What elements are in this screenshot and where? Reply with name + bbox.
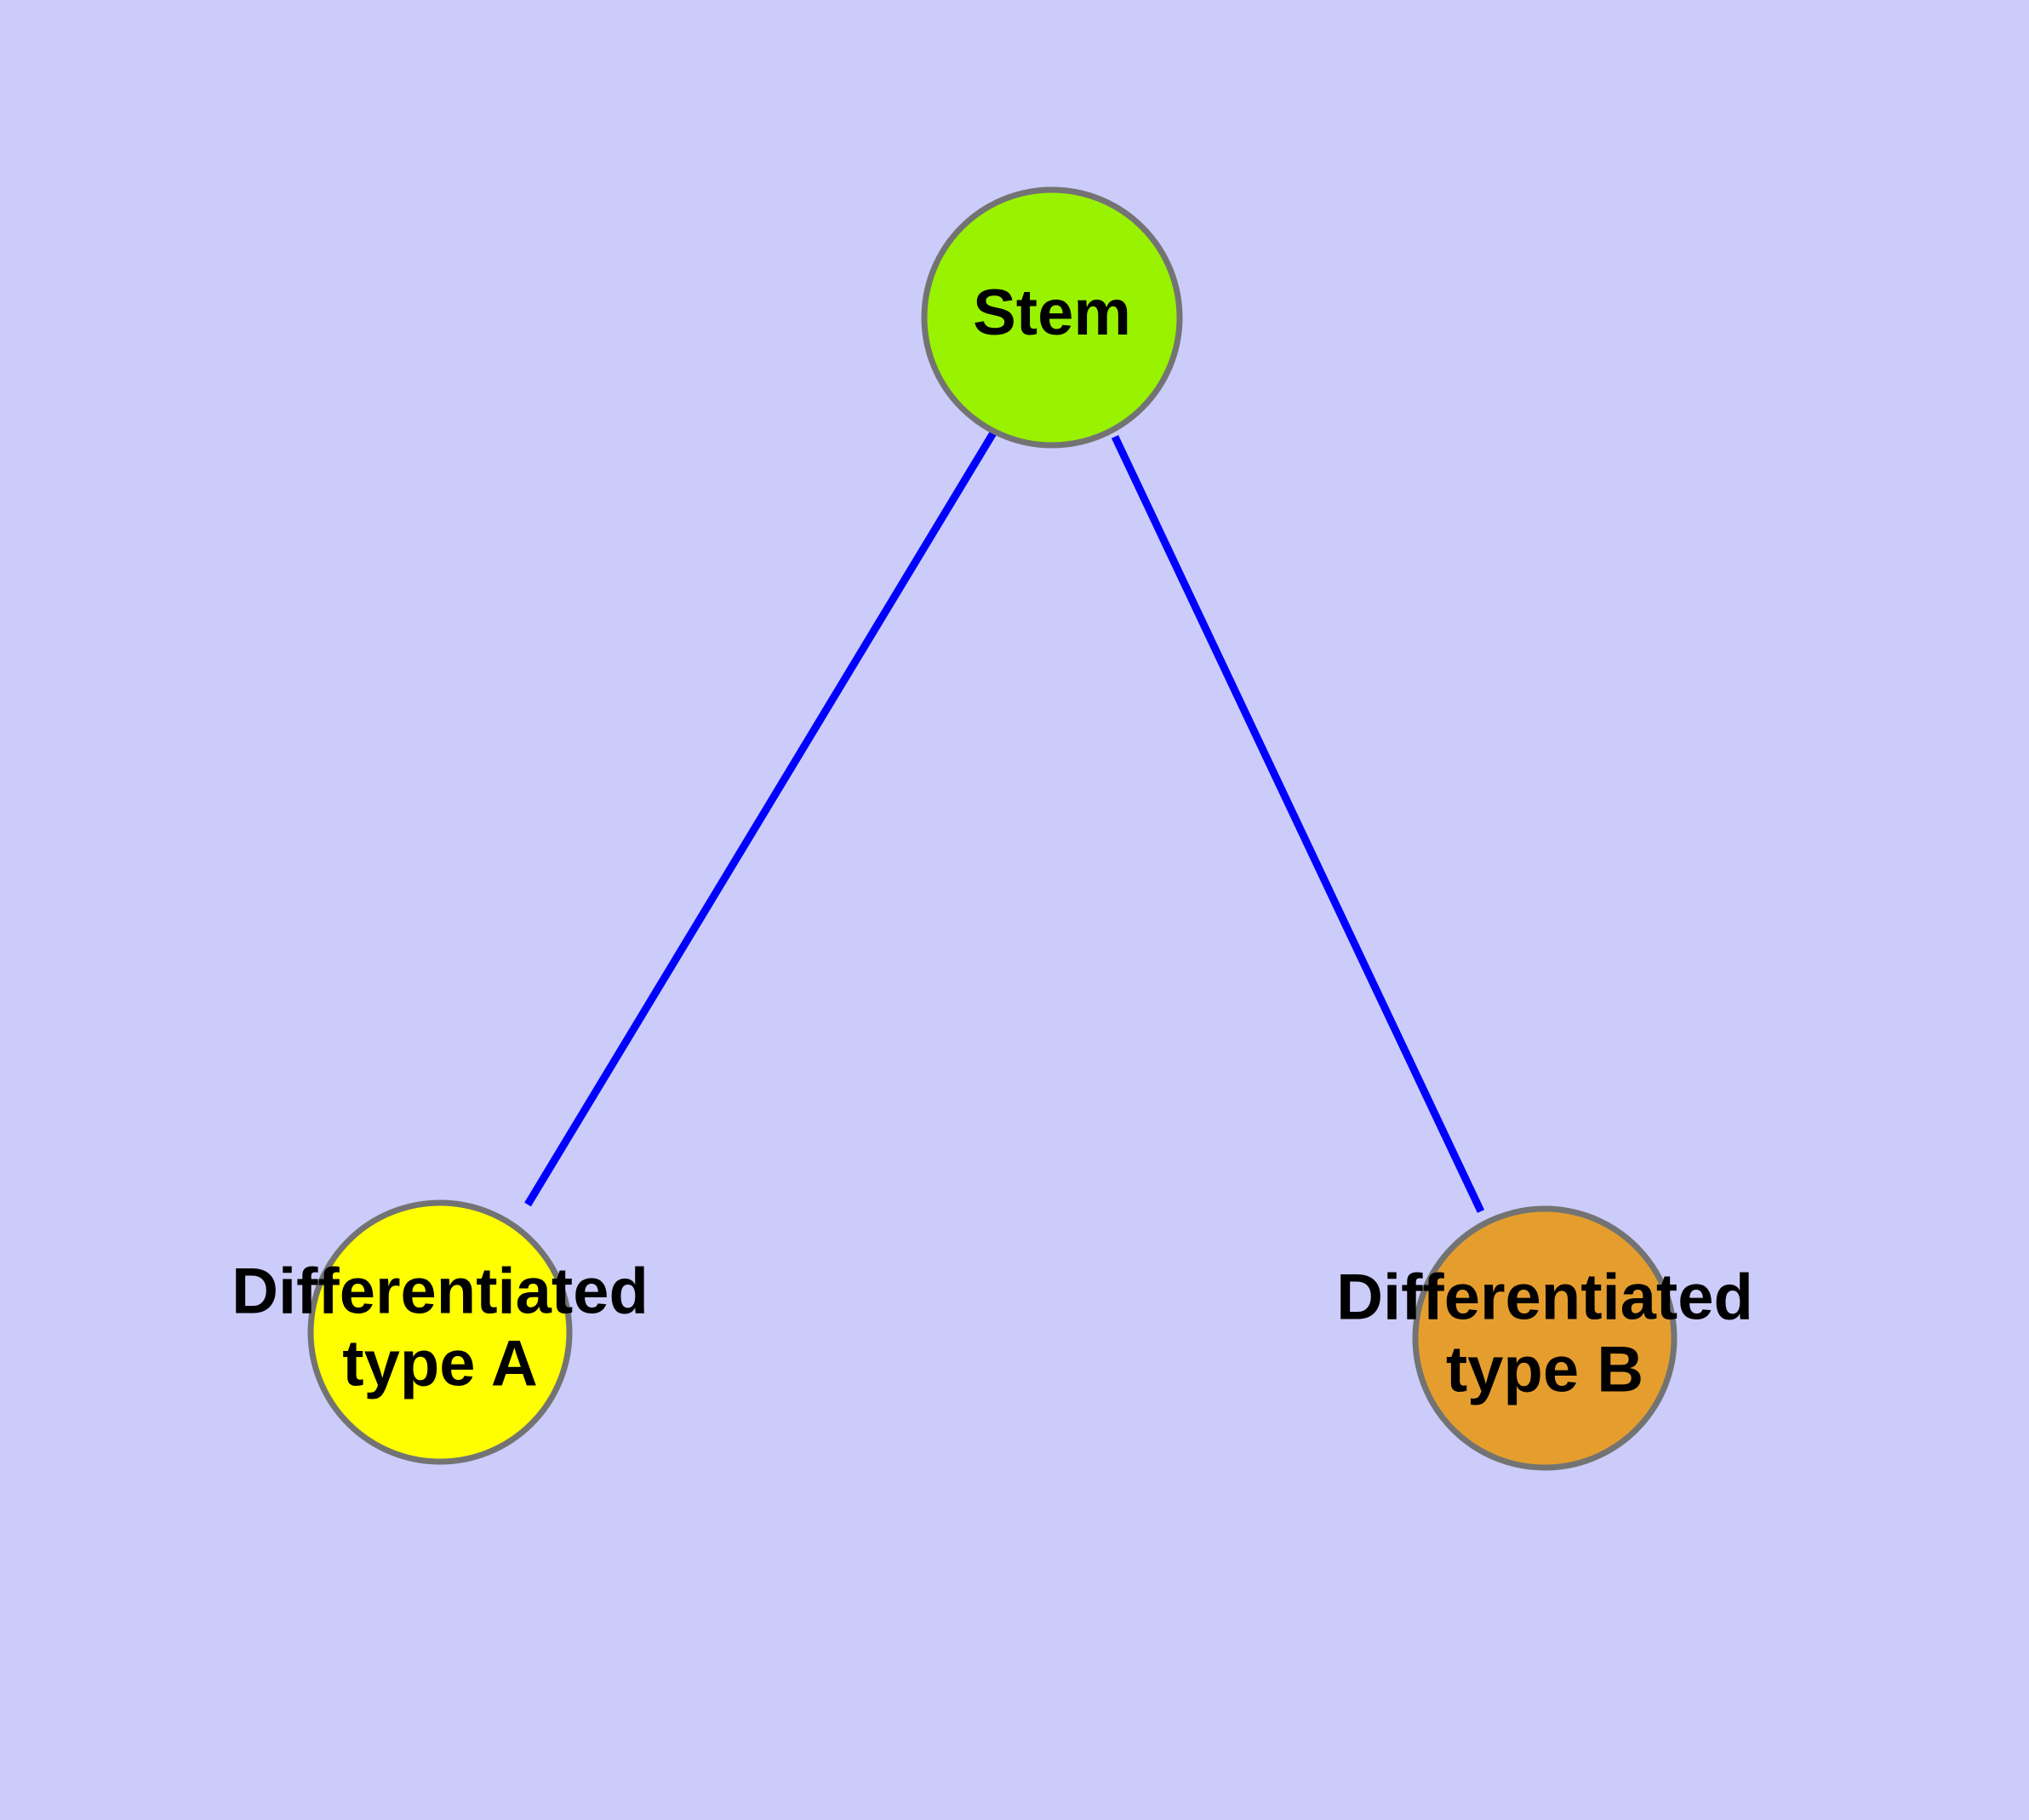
graph-edge-stem-diff_b xyxy=(1111,435,1485,1213)
graph-node-diff_a[interactable] xyxy=(307,1199,573,1465)
graph-node-stem[interactable] xyxy=(921,186,1183,449)
label-line: Stem xyxy=(973,277,1131,349)
graph-node-diff_b[interactable] xyxy=(1412,1205,1677,1471)
label-line: Differentiated xyxy=(1336,1262,1753,1334)
nodes-layer xyxy=(307,186,1677,1471)
graph-node-label-stem: Stem xyxy=(973,277,1131,349)
label-line: Differentiated xyxy=(231,1256,649,1328)
label-line: type A xyxy=(342,1328,537,1400)
edges-layer xyxy=(524,429,1485,1213)
label-line: type B xyxy=(1446,1334,1643,1406)
graph-edge-stem-diff_a xyxy=(524,429,997,1207)
